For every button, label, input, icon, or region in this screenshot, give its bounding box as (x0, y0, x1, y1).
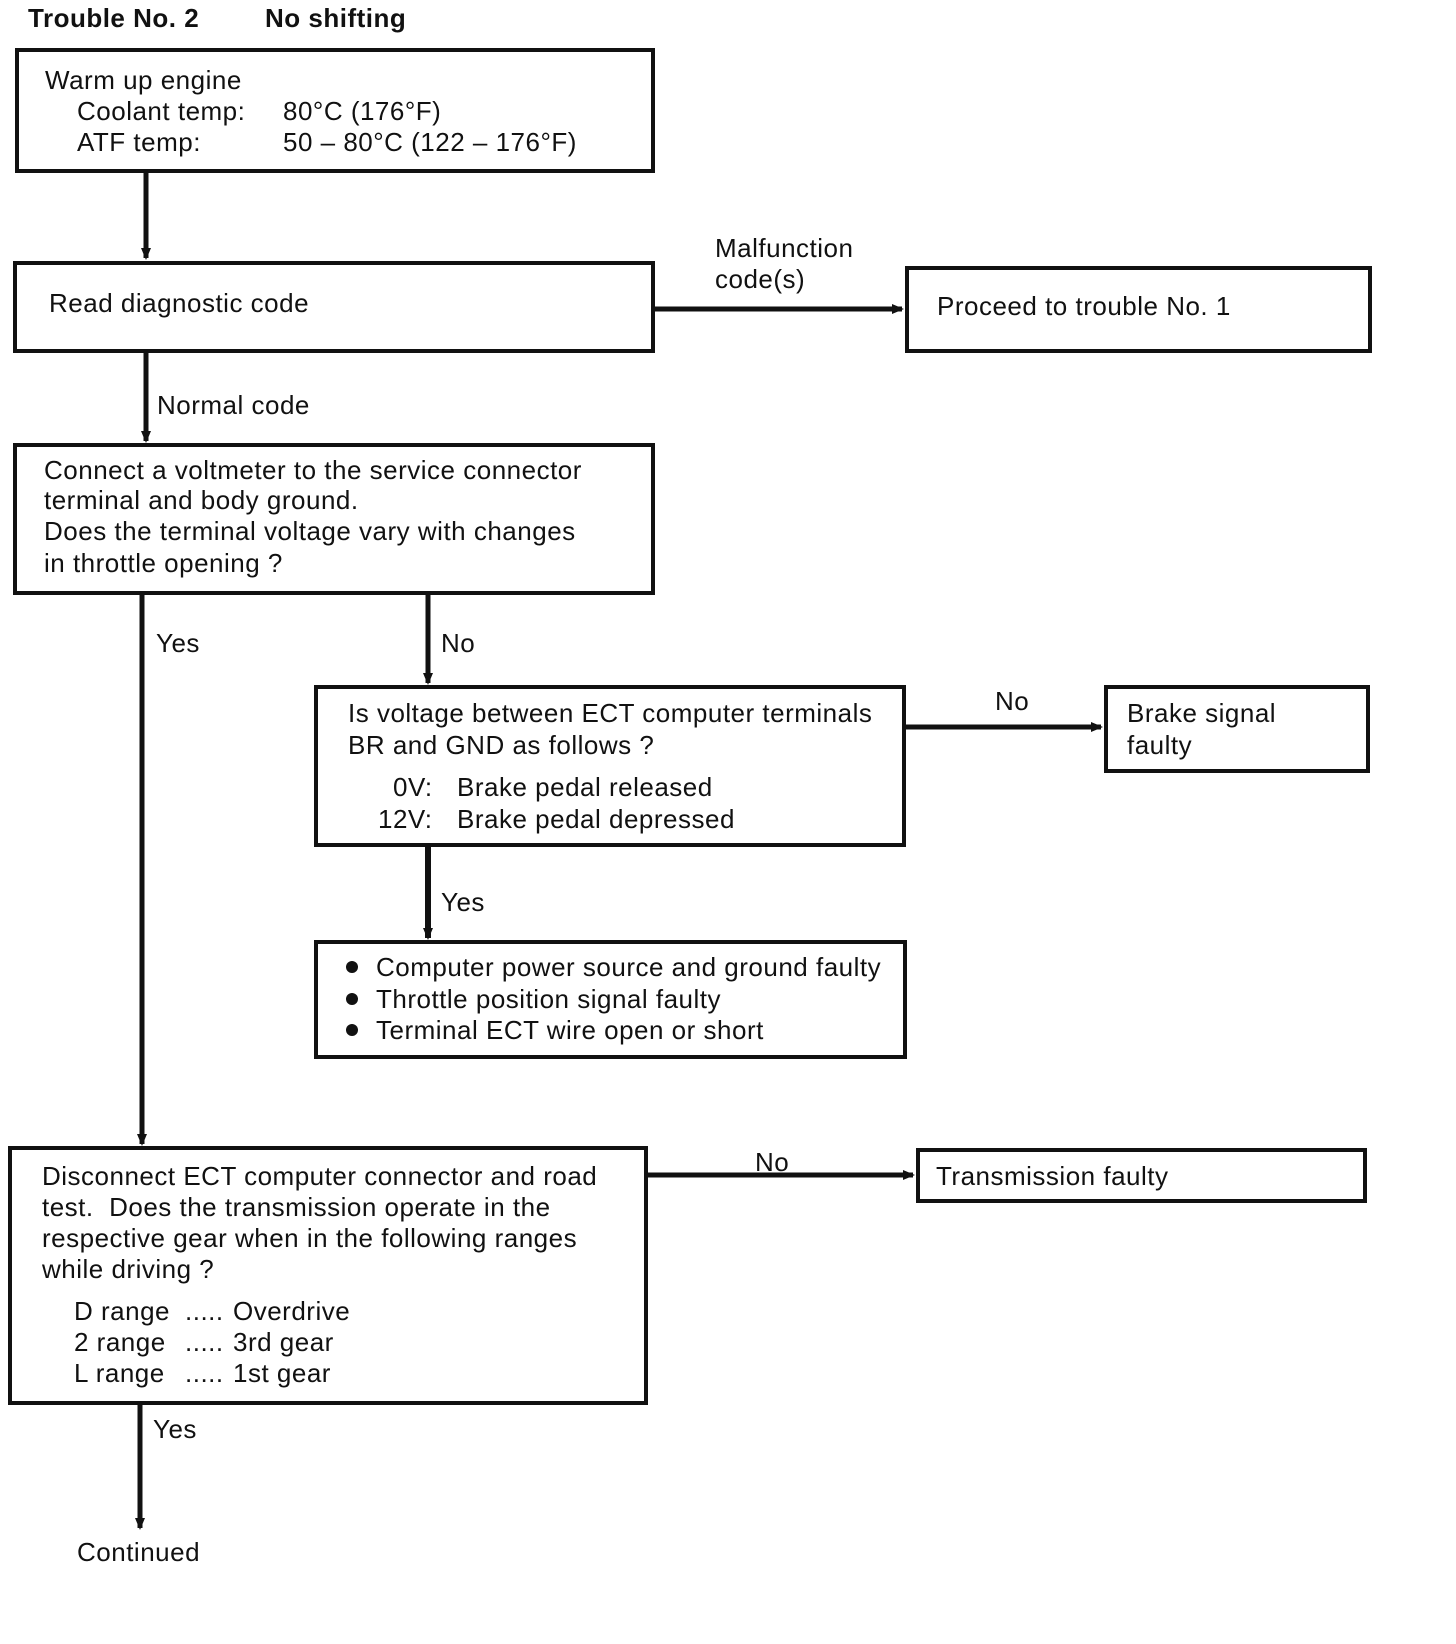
range-dots: ..... (185, 1327, 224, 1357)
brake-check-line2: BR and GND as follows ? (348, 730, 655, 760)
no-label-brake-check: No (995, 686, 1030, 716)
read-code-text: Read diagnostic code (49, 288, 310, 318)
yes-label-voltmeter: Yes (156, 628, 200, 658)
voltmeter-line3: Does the terminal voltage vary with chan… (44, 516, 576, 546)
range-label: 2 range (74, 1327, 166, 1357)
transmission-faulty-box: Transmission faulty (916, 1148, 1367, 1203)
no-label-voltmeter: No (441, 628, 476, 658)
brake-faulty-line2: faulty (1127, 730, 1193, 760)
proceed-text: Proceed to trouble No. 1 (937, 291, 1231, 321)
disconnect-line3: respective gear when in the following ra… (42, 1223, 578, 1253)
disconnect-line1: Disconnect ECT computer connector and ro… (42, 1161, 598, 1191)
brake-released-voltage: 0V: (393, 772, 433, 802)
normal-code-label: Normal code (157, 390, 310, 420)
brake-faulty-box: Brake signal faulty (1104, 685, 1370, 773)
brake-released-text: Brake pedal released (457, 772, 713, 802)
voltmeter-line1: Connect a voltmeter to the service conne… (44, 455, 582, 485)
transmission-faulty-text: Transmission faulty (936, 1161, 1169, 1191)
continued-label: Continued (77, 1537, 201, 1567)
brake-depressed-text: Brake pedal depressed (457, 804, 735, 834)
voltmeter-line4: in throttle opening ? (44, 548, 283, 578)
disconnect-box: Disconnect ECT computer connector and ro… (8, 1146, 648, 1405)
read-code-box: Read diagnostic code (13, 261, 655, 353)
cause-text: Throttle position signal faulty (376, 984, 722, 1014)
disconnect-line2: test. Does the transmission operate in t… (42, 1192, 551, 1222)
cause-item: Terminal ECT wire open or short (346, 1014, 764, 1046)
bullet-icon (346, 993, 358, 1006)
voltmeter-line2: terminal and body ground. (44, 485, 359, 515)
bullet-icon (346, 961, 358, 974)
warmup-title: Warm up engine (45, 65, 242, 95)
cause-item: Throttle position signal faulty (346, 983, 721, 1015)
range-label: D range (74, 1296, 170, 1326)
brake-voltage-check-box: Is voltage between ECT computer terminal… (314, 685, 906, 847)
causes-box: Computer power source and ground faulty … (314, 940, 907, 1059)
disconnect-line4: while driving ? (42, 1254, 215, 1284)
range-gear: 1st gear (233, 1358, 331, 1388)
brake-check-line1: Is voltage between ECT computer terminal… (348, 698, 873, 728)
range-label: L range (74, 1358, 165, 1388)
yes-label-brake-check: Yes (441, 887, 485, 917)
proceed-box: Proceed to trouble No. 1 (905, 266, 1372, 353)
range-dots: ..... (185, 1358, 224, 1388)
range-gear: 3rd gear (233, 1327, 334, 1357)
range-dots: ..... (185, 1296, 224, 1326)
yes-label-disconnect: Yes (153, 1414, 197, 1444)
coolant-value: 80°C (176°F) (283, 96, 442, 126)
page-title: No shifting (265, 3, 407, 33)
range-gear: Overdrive (233, 1296, 351, 1326)
atf-label: ATF temp: (77, 127, 201, 157)
brake-depressed-voltage: 12V: (378, 804, 433, 834)
no-label-disconnect: No (755, 1147, 790, 1177)
cause-text: Terminal ECT wire open or short (376, 1015, 764, 1045)
malfunction-label-line2: code(s) (715, 264, 806, 294)
cause-item: Computer power source and ground faulty (346, 951, 881, 983)
cause-text: Computer power source and ground faulty (376, 952, 882, 982)
coolant-label: Coolant temp: (77, 96, 246, 126)
bullet-icon (346, 1024, 358, 1037)
trouble-number: Trouble No. 2 (28, 3, 200, 33)
brake-faulty-line1: Brake signal (1127, 698, 1277, 728)
warmup-box: Warm up engine Coolant temp: 80°C (176°F… (15, 48, 655, 173)
voltmeter-box: Connect a voltmeter to the service conne… (13, 443, 655, 595)
atf-value: 50 – 80°C (122 – 176°F) (283, 127, 577, 157)
malfunction-label-line1: Malfunction (715, 233, 854, 263)
